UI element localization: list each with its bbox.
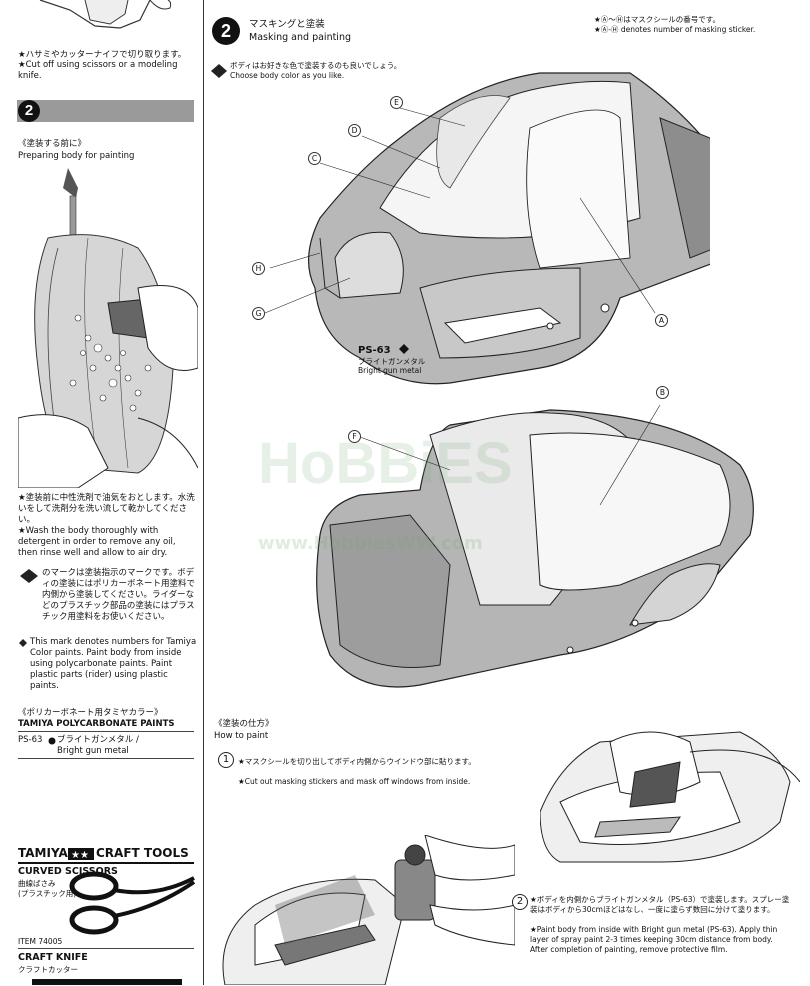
tools-title: CRAFT TOOLS: [96, 846, 189, 860]
spraying-illustration: [222, 835, 515, 985]
how-title-en: How to paint: [214, 731, 269, 741]
tools-brand-text: TAMIYA: [18, 846, 68, 860]
mask-label-h: H: [252, 262, 265, 275]
watermark: www.HobbiesWW.com: [258, 533, 483, 554]
divider: [18, 758, 194, 759]
step-number-badge: 2: [212, 17, 240, 45]
mask-label-g: G: [252, 307, 265, 320]
mask-note-en: ★Ⓐ-Ⓗ denotes number of masking sticker.: [594, 25, 756, 34]
mark-note-en: This mark denotes numbers for Tamiya Col…: [30, 637, 197, 691]
step-title-jp: マスキングと塗装: [249, 19, 325, 30]
divider: [18, 731, 194, 732]
paint-mark-icon: [399, 344, 409, 354]
paint-dot-icon: [48, 737, 56, 745]
cut-note-en: ★Cut off using scissors or a modeling kn…: [18, 60, 178, 81]
step2-en: ★Paint body from inside with Bright gun …: [530, 925, 778, 954]
wash-note-jp: ★塗装前に中性洗剤で油気をおとします。水洗いをして洗剤分を洗い流して乾かしてくだ…: [18, 493, 195, 525]
tamiya-star-logo: ★★: [68, 848, 94, 860]
column-divider: [203, 0, 204, 985]
color-note-jp: ボディはお好きな色で塗装するのも良いでしょう。: [230, 61, 402, 70]
paint-code: PS-63: [18, 735, 43, 745]
mask-label-b: B: [656, 386, 669, 399]
paint-mark-icon: [20, 569, 38, 583]
masking-illustration: [540, 731, 800, 863]
substep-2-badge: 2: [512, 894, 528, 910]
prep-title-jp: 《塗装する前に》: [18, 139, 87, 149]
top-hand-illustration: [39, 0, 172, 29]
paint-name-jp: ブライトガンメタル /: [57, 735, 139, 745]
paint-name-en: Bright gun metal: [57, 746, 129, 756]
svg-text:★★: ★★: [71, 850, 89, 860]
mask-label-c: C: [308, 152, 321, 165]
knife-title: CRAFT KNIFE: [18, 952, 88, 963]
step-number-badge: 2: [18, 100, 40, 122]
step-header-bar: [17, 100, 194, 122]
color-note-en: Choose body color as you like.: [230, 71, 345, 80]
item-number: ITEM 74005: [18, 937, 63, 946]
divider: [18, 948, 194, 949]
step1-jp: ★マスクシールを切り出してボディ内側からウインドウ部に貼ります。: [238, 757, 476, 766]
paint-mark-small-icon: [19, 639, 27, 647]
step2-jp: ★ボディを内側からブライトガンメタル（PS-63）で塗装します。スプレー塗装はボ…: [530, 895, 790, 914]
step1-en: ★Cut out masking stickers and mask off w…: [238, 777, 471, 786]
mask-label-d: D: [348, 124, 361, 137]
watermark-big: HoBBiES: [258, 431, 513, 496]
paint-mark-icon: [211, 64, 227, 78]
washing-body-illustration: [18, 168, 198, 488]
paints-title-jp: 《ポリカーボネート用タミヤカラー》: [18, 708, 163, 718]
scissors-icon: [69, 871, 196, 935]
how-title-jp: 《塗装の仕方》: [214, 719, 274, 729]
tools-brand: TAMIYA: [18, 846, 68, 860]
scissors-jp: 曲線ばさみ: [18, 879, 56, 888]
prep-title-en: Preparing body for painting: [18, 151, 135, 161]
callout-name-jp: ブライトガンメタル: [358, 357, 426, 366]
wash-note-en: ★Wash the body thoroughly with detergent…: [18, 526, 176, 558]
mask-label-f: F: [348, 430, 361, 443]
knife-icon: [32, 979, 182, 985]
body-rear-illustration: [316, 404, 754, 688]
scissors-title: CURVED SCISSORS: [18, 866, 118, 877]
substep-1-badge: 1: [218, 752, 234, 768]
divider: [18, 862, 194, 864]
callout-name-en: Bright gun metal: [358, 366, 422, 375]
cut-note-jp: ★ハサミやカッターナイフで切り取ります。: [18, 50, 187, 60]
knife-jp: クラフトカッター: [18, 965, 78, 974]
mask-note-jp: ★Ⓐ〜Ⓗはマスクシールの番号です。: [594, 15, 720, 24]
mark-note-jp: のマークは塗装指示のマークです。ボディの塗装にはポリカーボネート用塗料で内側から…: [42, 568, 196, 622]
mask-label-a: A: [655, 314, 668, 327]
step-title-en: Masking and painting: [249, 32, 351, 43]
callout-code: PS-63: [358, 345, 391, 356]
scissors-jp-2: (プラスチック用): [18, 889, 77, 898]
paints-title-en: TAMIYA POLYCARBONATE PAINTS: [18, 719, 175, 729]
body-front-illustration: [264, 72, 710, 385]
mask-label-e: E: [390, 96, 403, 109]
